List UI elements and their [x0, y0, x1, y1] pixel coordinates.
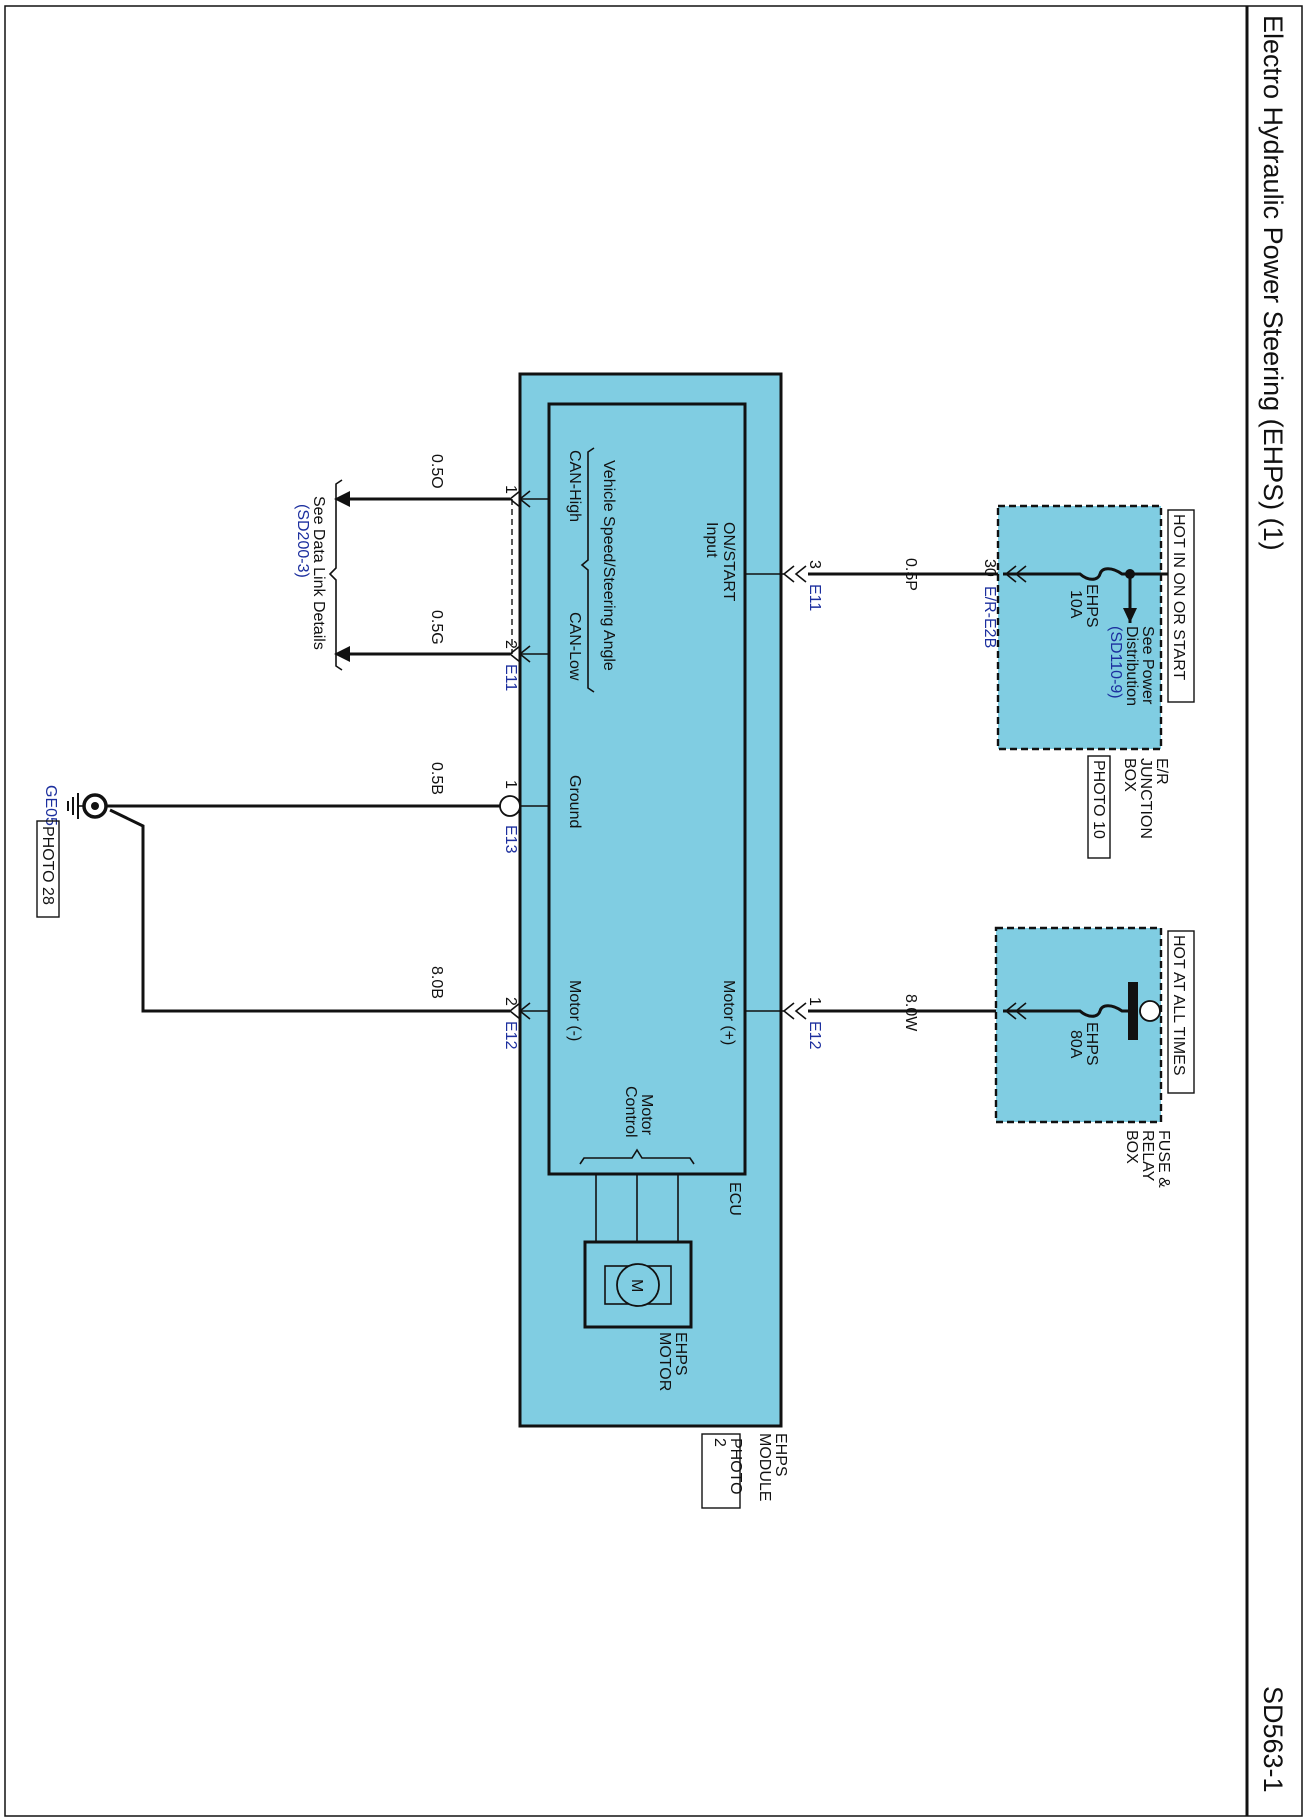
hot-on-start-box: [1167, 509, 1195, 703]
vehicle-speed-label: Vehicle Speed/Steering Angle: [600, 460, 617, 671]
ecu-label: ECU: [726, 1182, 743, 1216]
er-junction-box-label-2: JUNCTION: [1137, 758, 1154, 839]
fuse-10a-name: EHPS: [1083, 584, 1100, 628]
page-title: Electro Hydraulic Power Steering (EHPS) …: [1258, 15, 1288, 551]
motor-control-label-1: Motor: [638, 1094, 655, 1136]
see-power-label-2: Distribution: [1123, 626, 1140, 706]
fuse-80a-name: EHPS: [1083, 1022, 1100, 1066]
pin-3: 3: [806, 560, 823, 569]
ground-label: Ground: [566, 775, 583, 828]
ehps-motor-label-1: EHPS: [672, 1332, 689, 1376]
junction-photo-label: PHOTO 10: [1090, 760, 1107, 839]
can-low-arrow: [334, 646, 350, 662]
wire-can-high-size: 0.5O: [428, 454, 445, 489]
hot-on-start-label: HOT IN ON OR START: [1170, 514, 1187, 680]
connector-e11-bottom: E11: [502, 664, 519, 691]
fuse-10a-rating: 10A: [1067, 590, 1084, 619]
data-link-brace: [328, 479, 343, 671]
see-power-label-1: See Power: [1139, 626, 1156, 705]
fuse-relay-box-label-2: RELAY: [1139, 1130, 1156, 1182]
wire-on-start-size: 0.5P: [902, 558, 919, 591]
wire-ground-size: 0.5B: [428, 762, 445, 795]
er-e2b-connector: E/R-E2B: [981, 586, 998, 648]
motor-control-label-2: Control: [622, 1086, 639, 1138]
can-brace: [580, 447, 595, 693]
ehps-motor-label-2: MOTOR: [656, 1332, 673, 1391]
pin-1-plus-chevrons: [782, 1002, 807, 1020]
can-high-label: CAN-High: [566, 450, 583, 522]
ecu-block: [547, 402, 747, 1176]
motor-symbol: M: [628, 1279, 645, 1292]
pin-3-chevrons: [782, 565, 807, 583]
motor-plus-label: Motor (+): [720, 980, 737, 1045]
connector-e12-top: E12: [806, 1021, 823, 1050]
can-high-arrow: [334, 491, 350, 507]
ehps-module-label-1: EHPS: [772, 1433, 789, 1477]
wire-can-low-size: 0.5G: [428, 610, 445, 645]
ground-photo-box: [36, 820, 60, 918]
ehps-module-label-2: MODULE: [756, 1433, 773, 1501]
data-link-label: See Data Link Details: [310, 496, 327, 650]
pin-30-chevrons: [1004, 565, 1027, 583]
er-junction-box: [996, 504, 1163, 751]
hot-all-times-box: [1167, 930, 1195, 1094]
connector-e11-top: E11: [806, 584, 823, 611]
wire-motor-minus-size: 8.0B: [428, 966, 445, 999]
module-photo-box: [701, 1433, 741, 1509]
on-start-label-2: Input: [703, 522, 720, 558]
can-low-label: CAN-Low: [566, 612, 583, 681]
connector-e13: E13: [502, 825, 519, 854]
module-photo-label-2: 2: [711, 1438, 728, 1447]
wire-motor-minus: [109, 808, 510, 1013]
hot-all-times-label: HOT AT ALL TIMES: [1170, 935, 1187, 1076]
er-junction-box-label-1: E/R: [1153, 758, 1170, 785]
motor-control-brace: [579, 1148, 695, 1165]
fuse-relay-box-label-1: FUSE &: [1155, 1130, 1172, 1188]
see-power-code: (SD110-9): [1107, 626, 1124, 699]
pin-can-low: 2: [502, 640, 519, 649]
bus-bar: [1128, 982, 1138, 1040]
fuse-80a-rating: 80A: [1067, 1030, 1084, 1059]
pin-30: 30: [981, 559, 998, 577]
see-power-arrow: [1123, 608, 1137, 623]
module-photo-label-1: PHOTO: [727, 1438, 744, 1495]
ground-point-name: GE05: [42, 785, 59, 826]
battery-terminal: [1139, 1000, 1161, 1022]
fuse-relay-box-label-3: BOX: [1123, 1130, 1140, 1164]
data-link-code: (SD200-3): [294, 504, 311, 578]
on-start-label-1: ON/START: [720, 522, 737, 602]
er-junction-box-label-3: BOX: [1121, 758, 1138, 792]
connector-e12-bottom: E12: [502, 1021, 519, 1050]
pin-motor-plus: 1: [806, 997, 823, 1006]
wire-motor-plus-size: 8.0W: [902, 994, 919, 1032]
connector-e13-terminal: [499, 795, 521, 817]
ground-photo-label: PHOTO 28: [39, 826, 56, 905]
junction-photo-box: [1087, 755, 1111, 859]
pin-can-high: 1: [502, 485, 519, 494]
motor-minus-label: Motor (-): [566, 980, 583, 1041]
page-code: SD563-1: [1258, 1686, 1288, 1793]
pin-motor-minus: 2: [502, 997, 519, 1006]
motor-icon: [616, 1263, 660, 1307]
pin-ground: 1: [502, 780, 519, 789]
page-border: [4, 5, 1303, 1817]
